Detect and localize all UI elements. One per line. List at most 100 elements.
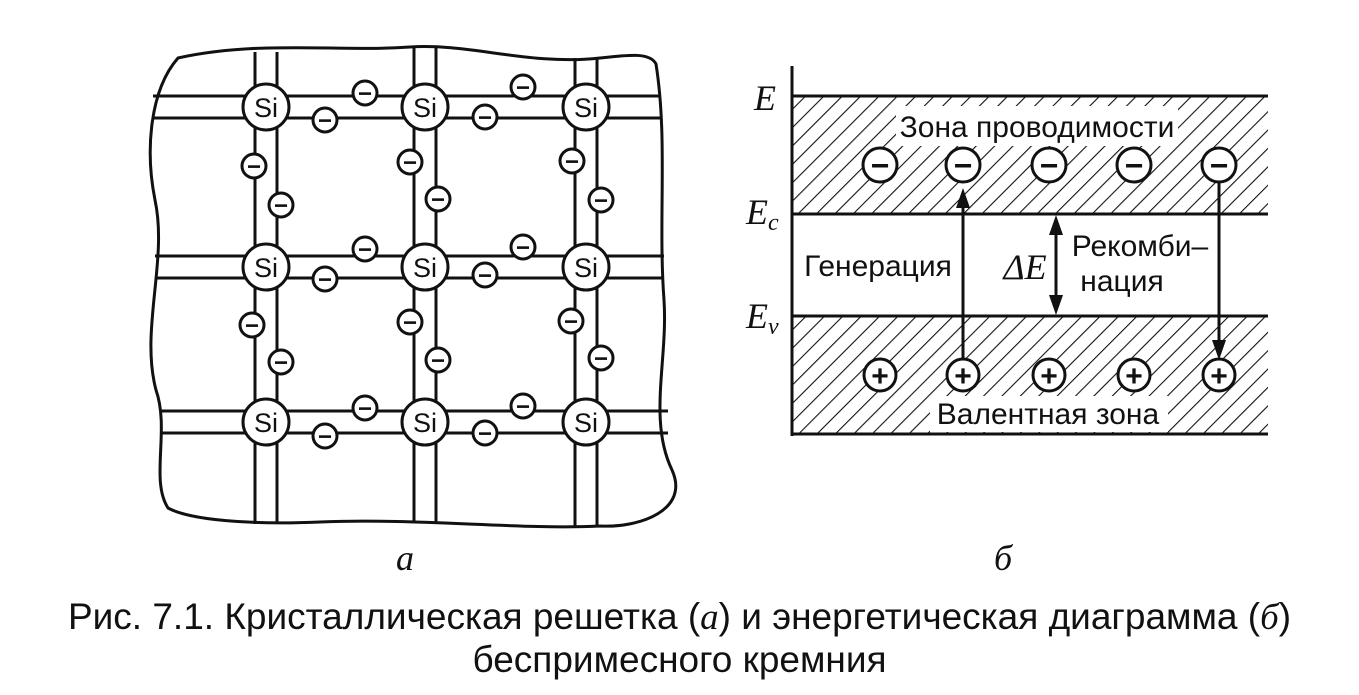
bond-electron: − xyxy=(424,185,452,214)
conduction-electron: − xyxy=(944,146,982,184)
svg-text:Si: Si xyxy=(254,93,278,123)
bond-electron: − xyxy=(424,346,452,375)
silicon-atom: Si xyxy=(561,242,611,292)
bond-electron: − xyxy=(311,265,339,294)
svg-text:−: − xyxy=(564,309,578,336)
svg-text:−: − xyxy=(871,148,890,184)
band-gap-arrow xyxy=(1049,215,1063,315)
valence-hole: + xyxy=(945,357,981,393)
valence-hole: + xyxy=(862,357,898,393)
svg-text:+: + xyxy=(1210,360,1228,393)
svg-text:−: − xyxy=(358,81,372,108)
bond-electron: − xyxy=(587,344,615,373)
bond-electron: − xyxy=(267,191,295,220)
level-label-Ev: Ev xyxy=(745,296,779,340)
recombination-label-line1: Рекомби– xyxy=(1072,230,1209,263)
svg-text:+: + xyxy=(954,360,972,393)
level-label-E: E xyxy=(753,78,776,118)
svg-text:−: − xyxy=(516,235,530,262)
bond-electron: − xyxy=(351,394,379,423)
bond-electron: − xyxy=(471,419,499,448)
svg-text:−: − xyxy=(478,263,492,290)
svg-text:−: − xyxy=(403,310,417,337)
energy-diagram-panel: E Ec Ev Зона проводимости Валентная зона… xyxy=(745,66,1268,436)
bond-electron: − xyxy=(396,308,424,337)
svg-text:−: − xyxy=(403,150,417,177)
svg-text:−: − xyxy=(1125,148,1144,184)
svg-text:Si: Si xyxy=(574,93,598,123)
recombination-label-line2: нация xyxy=(1080,265,1163,298)
silicon-atom: Si xyxy=(561,397,611,447)
svg-text:−: − xyxy=(594,188,608,215)
bond-electron: − xyxy=(267,348,295,377)
bond-electron: − xyxy=(240,152,268,181)
conduction-electron: − xyxy=(1200,146,1238,184)
bond-electron: − xyxy=(471,261,499,290)
svg-text:Si: Si xyxy=(574,408,598,438)
delta-e-label: ΔE xyxy=(1001,247,1046,287)
bond-electron: − xyxy=(396,148,424,177)
svg-text:−: − xyxy=(516,75,530,102)
bond-electron: − xyxy=(311,422,339,451)
silicon-atom: Si xyxy=(241,82,291,132)
valence-hole: + xyxy=(1116,357,1152,393)
bond-electron: − xyxy=(311,106,339,135)
svg-text:−: − xyxy=(478,421,492,448)
valence-band-label: Валентная зона xyxy=(937,398,1160,431)
valence-hole: + xyxy=(1201,357,1237,393)
svg-text:Si: Si xyxy=(254,408,278,438)
svg-text:Si: Si xyxy=(413,408,437,438)
svg-text:−: − xyxy=(318,108,332,135)
caption-line-2: беспримесного кремния xyxy=(472,639,887,680)
bond-electron: − xyxy=(351,79,379,108)
svg-text:−: − xyxy=(358,237,372,264)
silicon-atom: Si xyxy=(241,242,291,292)
silicon-atom: Si xyxy=(561,82,611,132)
bond-electron: − xyxy=(558,147,586,176)
svg-text:−: − xyxy=(1040,148,1059,184)
generation-label: Генерация xyxy=(804,250,952,283)
svg-text:−: − xyxy=(274,350,288,377)
svg-text:−: − xyxy=(431,187,445,214)
subfigure-label-a: а xyxy=(396,538,414,578)
svg-text:Si: Si xyxy=(574,253,598,283)
silicon-atom: Si xyxy=(241,397,291,447)
silicon-atom: Si xyxy=(400,82,450,132)
bond-electron: − xyxy=(557,307,585,336)
bond-electrons: −−−−−−−−−−−−−−−−−−−−−−−− xyxy=(238,73,615,451)
bond-electron: − xyxy=(471,103,499,132)
bond-electron: − xyxy=(587,186,615,215)
svg-text:Si: Si xyxy=(413,93,437,123)
svg-text:−: − xyxy=(247,154,261,181)
svg-text:−: − xyxy=(954,148,973,184)
svg-text:−: − xyxy=(274,193,288,220)
svg-text:−: − xyxy=(245,313,259,340)
figure-caption: Рис. 7.1. Кристаллическая решетка (а) и … xyxy=(0,596,1359,681)
svg-text:Si: Si xyxy=(254,253,278,283)
svg-text:−: − xyxy=(431,348,445,375)
svg-text:−: − xyxy=(318,424,332,451)
svg-text:−: − xyxy=(478,105,492,132)
caption-line-1: Рис. 7.1. Кристаллическая решетка (а) и … xyxy=(67,596,1292,638)
bond-electron: − xyxy=(509,73,537,102)
conduction-band-label: Зона проводимости xyxy=(900,111,1175,144)
conduction-electron: − xyxy=(1030,146,1068,184)
svg-text:−: − xyxy=(358,396,372,423)
svg-text:−: − xyxy=(565,149,579,176)
bond-electron: − xyxy=(351,235,379,264)
svg-text:+: + xyxy=(1125,360,1143,393)
recombination-arrow xyxy=(1212,182,1226,360)
generation-arrow xyxy=(956,188,970,358)
svg-text:−: − xyxy=(318,267,332,294)
valence-hole: + xyxy=(1031,357,1067,393)
band-carriers: − − − − − + + + + + xyxy=(861,146,1238,393)
conduction-electron: − xyxy=(1115,146,1153,184)
svg-text:−: − xyxy=(594,346,608,373)
level-label-Ec: Ec xyxy=(745,192,779,236)
silicon-atom: Si xyxy=(400,397,450,447)
subfigure-label-b: б xyxy=(994,538,1014,578)
svg-text:+: + xyxy=(871,360,889,393)
svg-text:Si: Si xyxy=(413,253,437,283)
